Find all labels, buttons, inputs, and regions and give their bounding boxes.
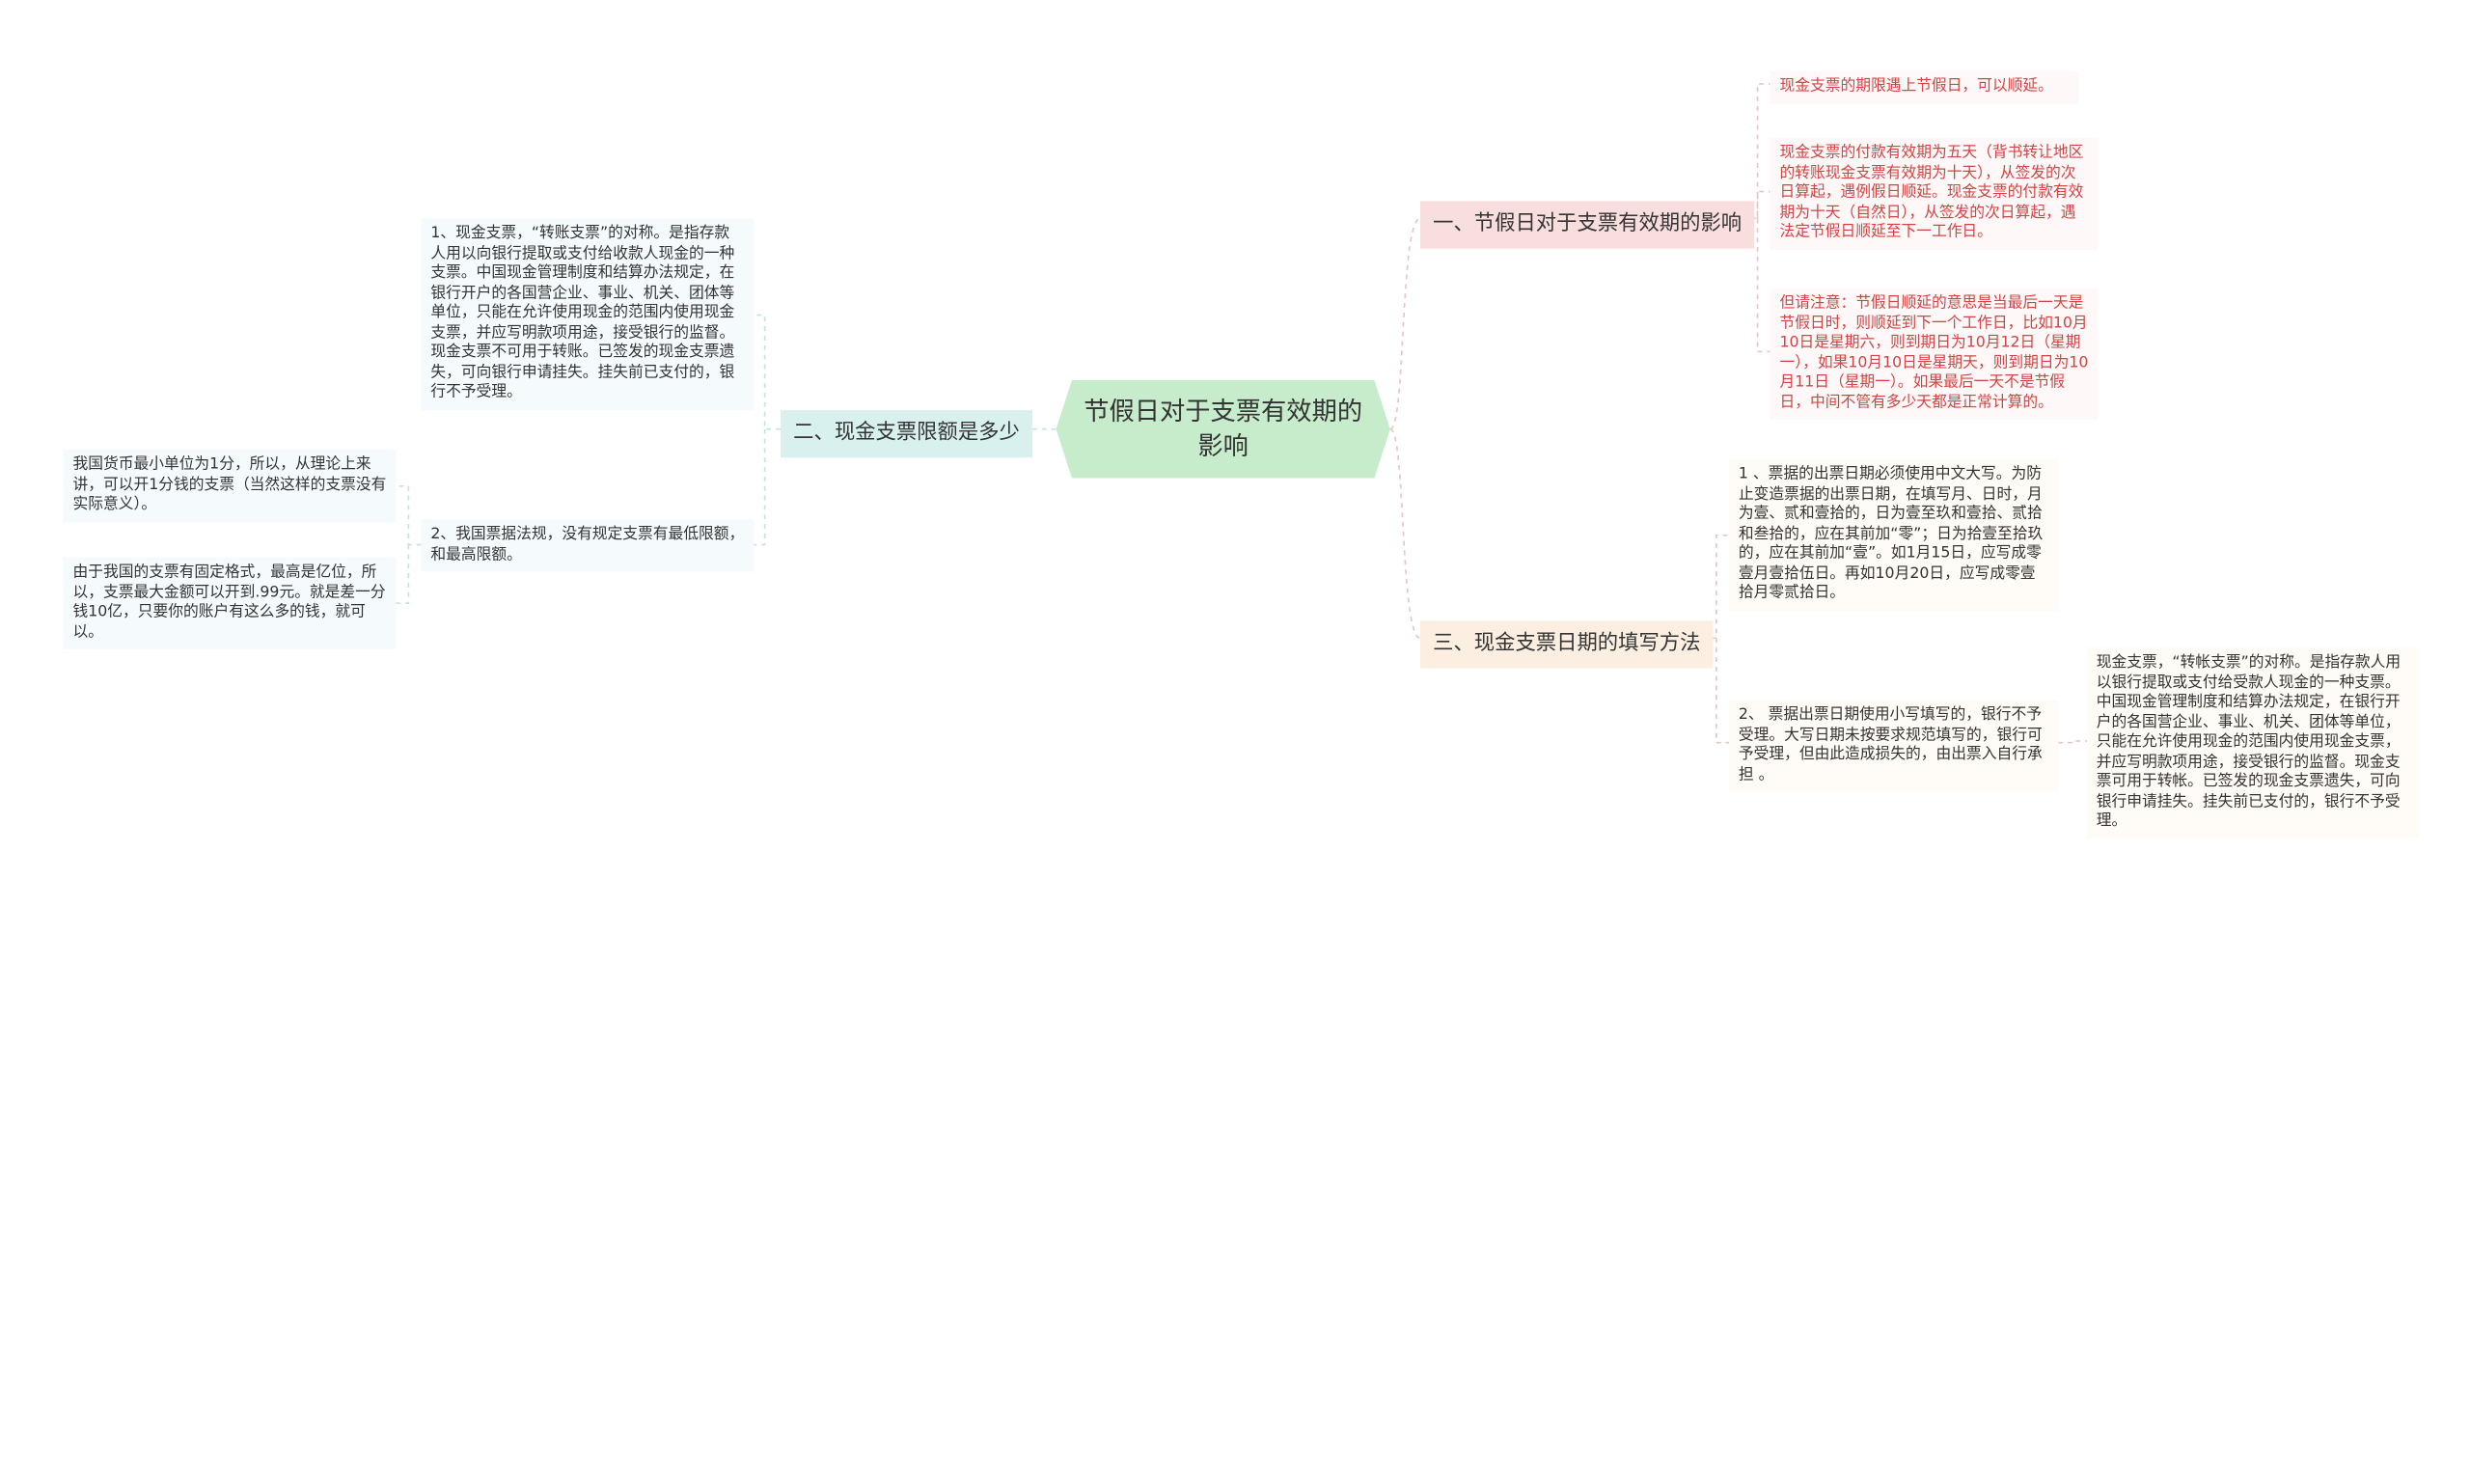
leaf-text: 2、我国票据法规，没有规定支票有最低限额，和最高限额。 <box>430 525 745 563</box>
leaf-cash-check-definition[interactable]: 1、现金支票，“转账支票”的对称。是指存款人用以向银行提取或支付给收款人现金的一… <box>421 218 755 410</box>
leaf-lowercase-date-rejected[interactable]: 2、 票据出票日期使用小写填写的，银行不予受理。大写日期未按要求规范填写的，银行… <box>1729 700 2059 792</box>
leaf-text: 但请注意：节假日顺延的意思是当最后一天是节假日时，则顺延到下一个工作日，比如10… <box>1779 294 2089 411</box>
leaf-validity-period[interactable]: 现金支票的付款有效期为五天（背书转让地区的转账现金支票有效期为十天），从签发的次… <box>1770 137 2099 250</box>
branch-date-writing-method[interactable]: 三、现金支票日期的填写方法 <box>1420 620 1714 669</box>
leaf-text: 2、 票据出票日期使用小写填写的，银行不予受理。大写日期未按要求规范填写的，银行… <box>1738 705 2043 783</box>
leaf-text: 现金支票，“转帐支票”的对称。是指存款人用以银行提取或支付给受款人现金的一种支票… <box>2096 653 2401 830</box>
leaf-text: 现金支票的付款有效期为五天（背书转让地区的转账现金支票有效期为十天），从签发的次… <box>1779 144 2084 241</box>
leaf-maximum-amount[interactable]: 由于我国的支票有固定格式，最高是亿位，所以，支票最大金额可以开到.99元。就是差… <box>63 557 397 649</box>
leaf-no-limit-rule[interactable]: 2、我国票据法规，没有规定支票有最低限额，和最高限额。 <box>421 519 755 572</box>
central-topic[interactable]: 节假日对于支票有效期的影响 <box>1056 379 1390 479</box>
branch-label: 三、现金支票日期的填写方法 <box>1433 631 1701 656</box>
leaf-text: 1 、票据的出票日期必须使用中文大写。为防止变造票据的出票日期，在填写月、日时，… <box>1738 465 2044 602</box>
leaf-text: 由于我国的支票有固定格式，最高是亿位，所以，支票最大金额可以开到.99元。就是差… <box>72 563 386 641</box>
leaf-chinese-uppercase-date[interactable]: 1 、票据的出票日期必须使用中文大写。为防止变造票据的出票日期，在填写月、日时，… <box>1729 458 2059 611</box>
connector-lines <box>396 83 2087 744</box>
leaf-minimum-amount[interactable]: 我国货币最小单位为1分，所以，从理论上来讲，可以开1分钱的支票（当然这样的支票没… <box>63 450 397 522</box>
leaf-text: 我国货币最小单位为1分，所以，从理论上来讲，可以开1分钱的支票（当然这样的支票没… <box>72 455 387 513</box>
leaf-cash-check-transfer[interactable]: 现金支票，“转帐支票”的对称。是指存款人用以银行提取或支付给受款人现金的一种支票… <box>2086 647 2420 838</box>
branch-label: 一、节假日对于支票有效期的影响 <box>1433 211 1743 236</box>
branch-holiday-effect[interactable]: 一、节假日对于支票有效期的影响 <box>1420 201 1755 249</box>
branch-cash-check-limit[interactable]: 二、现金支票限额是多少 <box>781 410 1032 458</box>
leaf-text: 现金支票的期限遇上节假日，可以顺延。 <box>1779 77 2053 96</box>
leaf-text: 1、现金支票，“转账支票”的对称。是指存款人用以向银行提取或支付给收款人现金的一… <box>430 225 735 401</box>
leaf-holiday-postpone[interactable]: 现金支票的期限遇上节假日，可以顺延。 <box>1770 70 2079 104</box>
leaf-holiday-note[interactable]: 但请注意：节假日顺延的意思是当最后一天是节假日时，则顺延到下一个工作日，比如10… <box>1770 288 2099 420</box>
central-topic-label: 节假日对于支票有效期的影响 <box>1084 396 1363 461</box>
branch-label: 二、现金支票限额是多少 <box>793 421 1020 446</box>
